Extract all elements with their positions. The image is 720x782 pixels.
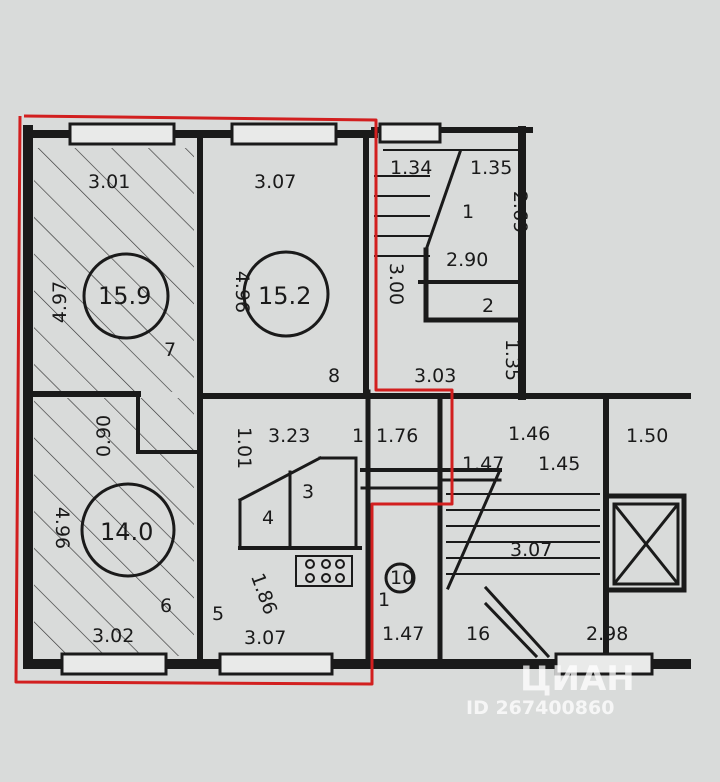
stair-dim-134: 1.34 (390, 157, 432, 179)
stove (295, 555, 353, 587)
r3-area: 14.0 (100, 518, 153, 546)
r3-number: 6 (160, 595, 172, 617)
corridor-dim-303: 3.03 (414, 365, 456, 387)
stair-dim-307: 3.07 (510, 539, 552, 561)
r2-area: 15.2 (258, 282, 311, 310)
room-top-middle (202, 148, 366, 392)
r1-number: 7 (164, 339, 176, 361)
stair-treads (374, 175, 600, 575)
apartment-outline (14, 114, 454, 686)
area-circles (80, 250, 416, 594)
hall-dim-a: 3.23 (268, 425, 310, 447)
watermark-logo: ЦИАН (520, 659, 635, 699)
hatched-room-bottom-left (34, 398, 194, 656)
hall-number: 1 (352, 425, 364, 447)
stair-dim-269: 2.69 (509, 191, 531, 233)
wc-number: 4 (262, 507, 274, 529)
lobby-dim-147: 1.47 (382, 623, 424, 645)
hall-side-dim: 1.01 (233, 427, 255, 469)
closet-number: 2 (482, 295, 494, 317)
corridor-dim-146: 1.46 (508, 423, 550, 445)
r1-side-dim: 4.97 (49, 281, 71, 323)
kitchen-number: 5 (212, 603, 224, 625)
corridor-dim-147: 1.47 (462, 453, 504, 475)
kitchen-diag-dim: 1.86 (246, 570, 281, 617)
elevator-shaft (612, 502, 680, 586)
r1-top-dim: 3.01 (88, 171, 130, 193)
hatched-room-top-left (34, 148, 194, 392)
corridor-dim-135: 1.35 (501, 339, 523, 381)
lobby-number-1: 1 (378, 589, 390, 611)
stair-dim-300: 3.00 (385, 263, 407, 305)
watermark-id: ID 267400860 (466, 697, 614, 719)
stair-number-1: 1 (462, 201, 474, 223)
r3-small-dim: 0.90 (93, 415, 115, 457)
r2-top-dim: 3.07 (254, 171, 296, 193)
hall-dim-b: 1.76 (376, 425, 418, 447)
lobby-dim-298: 2.98 (586, 623, 628, 645)
bath-number: 3 (302, 481, 314, 503)
r3-bottom-dim: 3.02 (92, 625, 134, 647)
r2-side-dim: 4.96 (231, 271, 253, 313)
corridor-dim-150: 1.50 (626, 425, 668, 447)
r3-side-dim: 4.96 (51, 507, 73, 549)
stair-dim-135: 1.35 (470, 157, 512, 179)
stair-dim-290: 2.90 (446, 249, 488, 271)
labels: 3.01 15.9 4.97 7 3.07 15.2 4.96 8 14.0 4… (49, 157, 668, 649)
r1-area: 15.9 (98, 282, 151, 310)
lobby-number-16: 16 (466, 623, 490, 645)
watermark: ЦИАН ID 267400860 (466, 659, 635, 719)
lobby-number-10: 10 (390, 567, 414, 589)
corridor-dim-145: 1.45 (538, 453, 580, 475)
kitchen-bottom-dim: 3.07 (244, 627, 286, 649)
r2-number: 8 (328, 365, 340, 387)
windows (60, 122, 654, 676)
